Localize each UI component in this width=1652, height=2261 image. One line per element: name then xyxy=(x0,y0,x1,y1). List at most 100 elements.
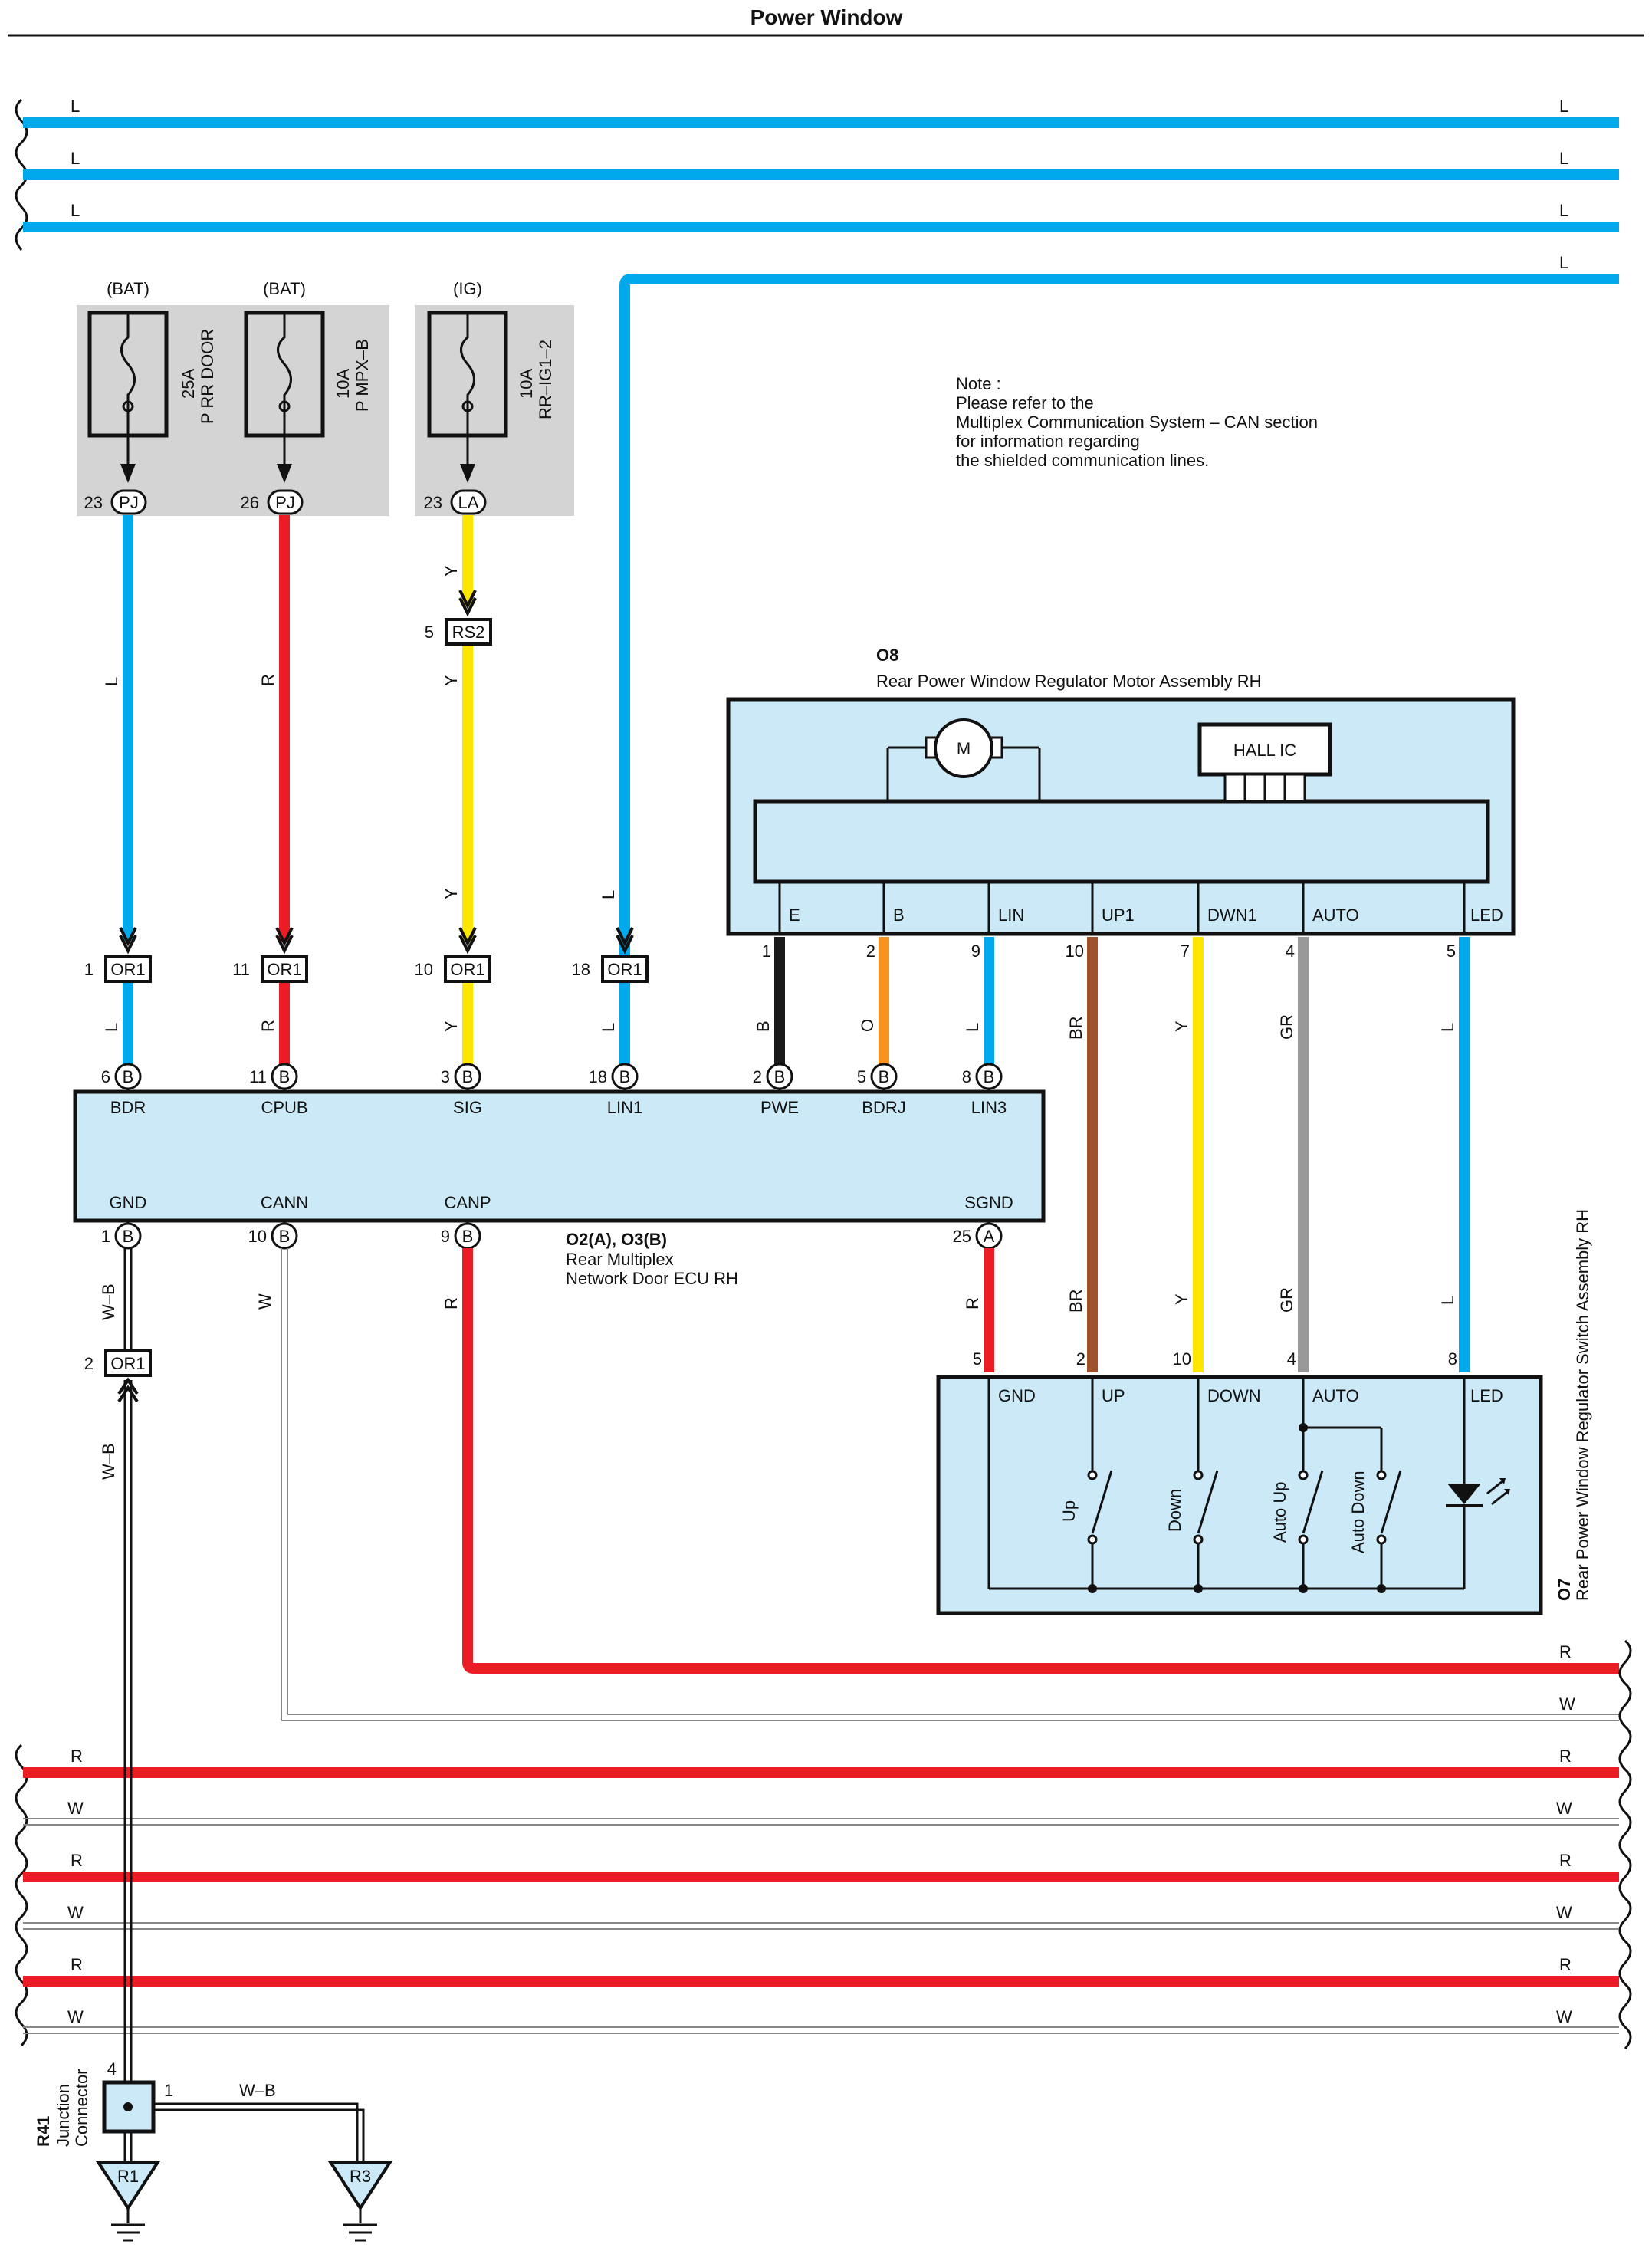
pin-number: 4 xyxy=(107,2059,117,2079)
wire-color-label: BR xyxy=(1066,1016,1085,1040)
switch-label: Auto Up xyxy=(1270,1482,1289,1543)
switch-body xyxy=(936,1375,1543,1615)
fuse-source: (IG) xyxy=(453,279,482,298)
wire-color-label: R xyxy=(963,1297,982,1310)
ecu: B B B B B B B 6 11 3 18 2 5 8 BDR CPUB S… xyxy=(73,1063,1046,1288)
wire-color-label: Y xyxy=(442,675,461,686)
ecu-name: Rear Multiplex xyxy=(566,1250,674,1269)
ecu-terminal: GND xyxy=(110,1193,147,1212)
bus-label-right: L xyxy=(1559,97,1568,116)
motor-code: O8 xyxy=(876,646,898,665)
connector-letter: A xyxy=(984,1227,995,1246)
bus-label-right: R xyxy=(1559,1851,1572,1870)
pin-number: 11 xyxy=(232,960,250,979)
pin-number: 8 xyxy=(962,1067,971,1086)
switch-terminal: AUTO xyxy=(1312,1386,1359,1405)
wire-color-label: W–B xyxy=(99,1283,118,1320)
pin-number: 1 xyxy=(84,960,94,979)
pin-number: 4 xyxy=(1286,942,1295,961)
bus-label-left: W xyxy=(67,2007,84,2026)
wire-color-label: Y xyxy=(442,565,461,577)
wire-color-label: Y xyxy=(1172,1293,1191,1305)
wire-color-label: Y xyxy=(442,1020,461,1032)
fuse-source: (BAT) xyxy=(263,279,306,298)
motor-terminal: E xyxy=(789,905,800,925)
connector-label: OR1 xyxy=(110,1354,145,1373)
bus-label-left: R xyxy=(71,1747,83,1766)
junction-name: Connector xyxy=(72,2069,91,2147)
wire-color-label: BR xyxy=(1066,1289,1085,1313)
switch-label: Up xyxy=(1059,1500,1079,1522)
motor-terminal: UP1 xyxy=(1102,905,1135,925)
connector-letter: B xyxy=(279,1067,291,1086)
pin-number: 10 xyxy=(415,960,433,979)
pin-number: 25 xyxy=(953,1227,971,1246)
connector-label: RS2 xyxy=(452,623,485,642)
pin-number: 1 xyxy=(762,942,771,961)
ground-icon xyxy=(327,2161,393,2211)
ecu-terminal: SIG xyxy=(453,1098,482,1117)
wire-color-label: L xyxy=(599,890,618,899)
wire-color-label: L xyxy=(102,1023,121,1032)
motor-assembly: O8 Rear Power Window Regulator Motor Ass… xyxy=(726,646,1516,936)
switch-code: O7 xyxy=(1555,1579,1574,1601)
switch-terminal: DOWN xyxy=(1207,1386,1261,1405)
ecu-bottom-terminals: GND CANN CANP SGND B B B A 1 10 9 25 xyxy=(101,1193,1013,1250)
wire-color-label: GR xyxy=(1277,1014,1296,1040)
switch-assembly: 5 2 10 4 8 GND UP DOWN AUTO LED Up Down xyxy=(936,1209,1592,1615)
bus-label-right: R xyxy=(1559,1955,1572,1974)
switch-label: Auto Down xyxy=(1348,1471,1368,1553)
wire-color-label: O xyxy=(858,1019,877,1032)
wire-color-label: W–B xyxy=(99,1443,118,1480)
pin-number: 9 xyxy=(441,1227,450,1246)
bus-label-right: W xyxy=(1556,2007,1572,2026)
connector-letter: B xyxy=(984,1067,995,1086)
bus-label-right: W xyxy=(1556,1903,1572,1922)
fuse-rating: 25A xyxy=(179,369,198,399)
motor-symbol-label: M xyxy=(957,739,971,758)
bus-label-left: R xyxy=(71,1851,83,1870)
connector-label: OR1 xyxy=(110,960,145,979)
pin-number: 5 xyxy=(1447,942,1456,961)
connector-letter: B xyxy=(123,1227,134,1246)
switch-terminal: UP xyxy=(1102,1386,1125,1405)
bus-label-left: L xyxy=(71,97,80,116)
pin-number: 1 xyxy=(164,2081,173,2100)
note: Note : Please refer to the Multiplex Com… xyxy=(956,374,1318,470)
switch-terminal: GND xyxy=(998,1386,1036,1405)
wire-color-label: R xyxy=(442,1297,461,1310)
pin-number: 10 xyxy=(1066,942,1084,961)
page-title: Power Window xyxy=(750,5,903,29)
pin-number: 10 xyxy=(248,1227,267,1246)
pin-number: 5 xyxy=(857,1067,866,1086)
connector-letter: B xyxy=(279,1227,291,1246)
wire-color-label: GR xyxy=(1277,1287,1296,1313)
pin-number: 8 xyxy=(1448,1349,1457,1369)
connector-label: OR1 xyxy=(267,960,301,979)
connector-label: OR1 xyxy=(607,960,642,979)
note-line: Please refer to the xyxy=(956,393,1094,412)
pin-number: 23 xyxy=(424,493,442,512)
connector-letter: B xyxy=(462,1067,474,1086)
bus-label-right: L xyxy=(1559,253,1568,272)
wire-color-label: W–B xyxy=(239,2081,276,2100)
motor-terminal: LED xyxy=(1470,905,1503,925)
pin-number: 18 xyxy=(589,1067,607,1086)
pin-number: 3 xyxy=(441,1067,450,1086)
ecu-output-wires: OR1 2 W–B W–B W R R R W xyxy=(84,1248,1619,2085)
connector-letter: B xyxy=(774,1067,786,1086)
can-label-right: W xyxy=(1559,1694,1575,1714)
can-label-right: R xyxy=(1559,1642,1572,1661)
motor-symbol xyxy=(934,718,993,778)
wire-color-label: R xyxy=(258,1020,278,1032)
bottom-bus-lines: R W R W R W R W R W R W xyxy=(15,1639,1632,2085)
pin-number: 26 xyxy=(241,493,259,512)
pin-number: 9 xyxy=(971,942,980,961)
bus-label-right: R xyxy=(1559,1747,1572,1766)
junction-connector: 4 1 R41 Junction Connector W–B xyxy=(34,2059,365,2162)
ecu-top-terminals: B B B B B B B 6 11 3 18 2 5 8 BDR CPUB S… xyxy=(101,1063,1007,1117)
bus-label-left: W xyxy=(67,1903,84,1922)
grounds: R1 R3 xyxy=(95,2161,393,2242)
note-line: Note : xyxy=(956,374,1001,393)
